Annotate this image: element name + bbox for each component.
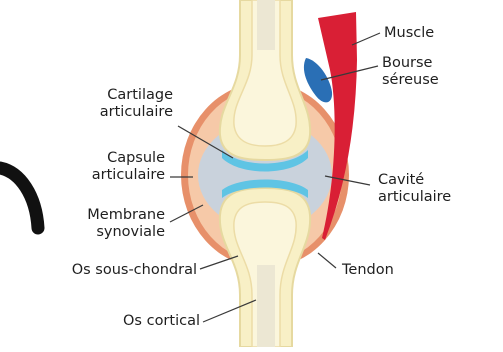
lower-bone-speckle: [257, 265, 275, 347]
label-cartilage-line1: Cartilage: [55, 87, 173, 104]
label-muscle: Muscle: [384, 25, 434, 42]
label-tendon: Tendon: [342, 262, 394, 279]
upper-bone-speckle: [257, 0, 275, 50]
label-bourse: Bourse séreuse: [382, 55, 439, 89]
label-bourse-line1: Bourse: [382, 55, 439, 72]
label-capsule: Capsule articulaire: [45, 150, 165, 184]
label-cavite-line2: articulaire: [378, 189, 451, 206]
label-membrane-line2: synoviale: [40, 224, 165, 241]
label-membrane: Membrane synoviale: [40, 207, 165, 241]
label-cavite: Cavité articulaire: [378, 172, 451, 206]
label-capsule-line1: Capsule: [45, 150, 165, 167]
label-os-sous-chondral: Os sous-chondral: [0, 262, 197, 279]
label-capsule-line2: articulaire: [45, 167, 165, 184]
label-os-cortical: Os cortical: [60, 313, 200, 330]
label-cartilage-line2: articulaire: [55, 104, 173, 121]
label-cavite-line1: Cavité: [378, 172, 451, 189]
label-cartilage: Cartilage articulaire: [55, 87, 173, 121]
black-curve: [0, 168, 38, 228]
leader-tendon: [318, 253, 336, 268]
label-bourse-line2: séreuse: [382, 72, 439, 89]
label-membrane-line1: Membrane: [40, 207, 165, 224]
